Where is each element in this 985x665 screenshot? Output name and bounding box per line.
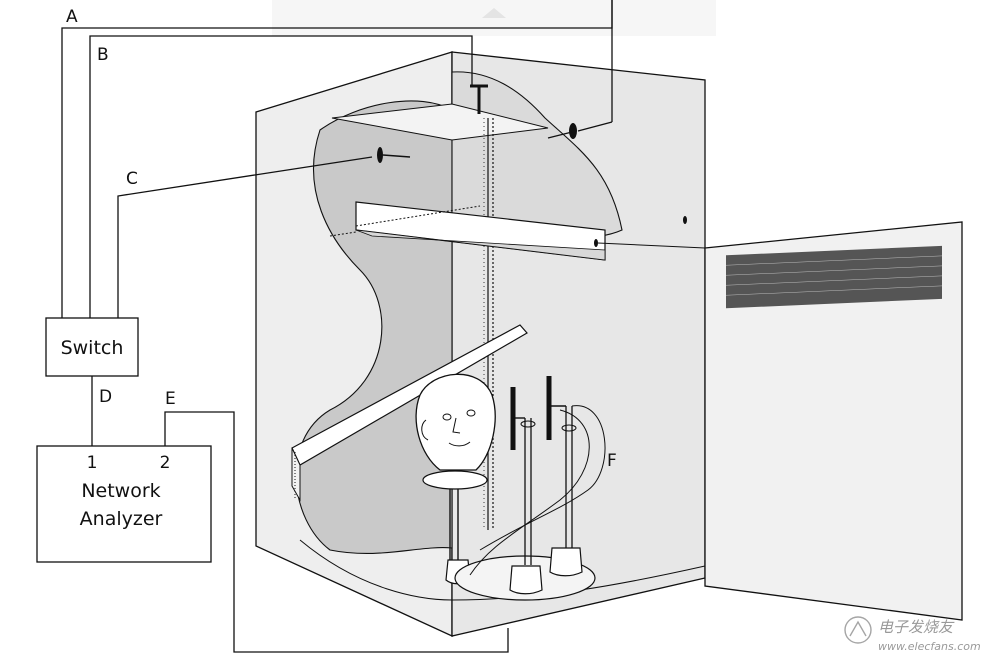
analyzer-port-1: 1	[87, 453, 98, 473]
label-c: C	[126, 169, 138, 189]
head-phantom	[415, 373, 496, 585]
watermark-logo-icon	[844, 616, 872, 644]
cabinet-floor-edge	[299, 539, 706, 601]
analyzer-label-line1: Network	[81, 480, 160, 502]
label-f: F	[607, 451, 617, 471]
watermark-url: www.elecfans.com	[878, 640, 981, 653]
top-faint-arrow-icon	[482, 8, 506, 18]
watermark: 电子发烧友 www.elecfans.com	[844, 616, 981, 653]
antenna-top-right	[547, 123, 577, 139]
label-e: E	[165, 389, 176, 409]
door-vent-grid	[726, 255, 942, 296]
cabinet	[255, 51, 706, 638]
network-analyzer-box	[36, 445, 212, 563]
small-marker	[683, 216, 687, 224]
cable-b	[89, 35, 473, 318]
dipole-antennas	[469, 376, 606, 595]
label-d: D	[99, 387, 112, 407]
label-b: B	[97, 45, 109, 65]
cabinet-ceiling	[331, 103, 549, 141]
switch-label: Switch	[61, 337, 124, 359]
switch-box	[45, 317, 139, 377]
label-a: A	[66, 7, 78, 27]
vertical-rail	[483, 118, 494, 530]
antenna-c	[377, 147, 411, 163]
analyzer-label-line2: Analyzer	[80, 508, 163, 530]
upper-boom	[329, 201, 706, 261]
watermark-text: 电子发烧友	[878, 618, 955, 636]
lower-boom	[291, 324, 528, 502]
cable-e	[164, 411, 509, 653]
analyzer-port-2: 2	[160, 453, 171, 473]
top-probe	[470, 84, 488, 114]
cabinet-door	[704, 221, 963, 621]
cable-c	[117, 156, 373, 318]
